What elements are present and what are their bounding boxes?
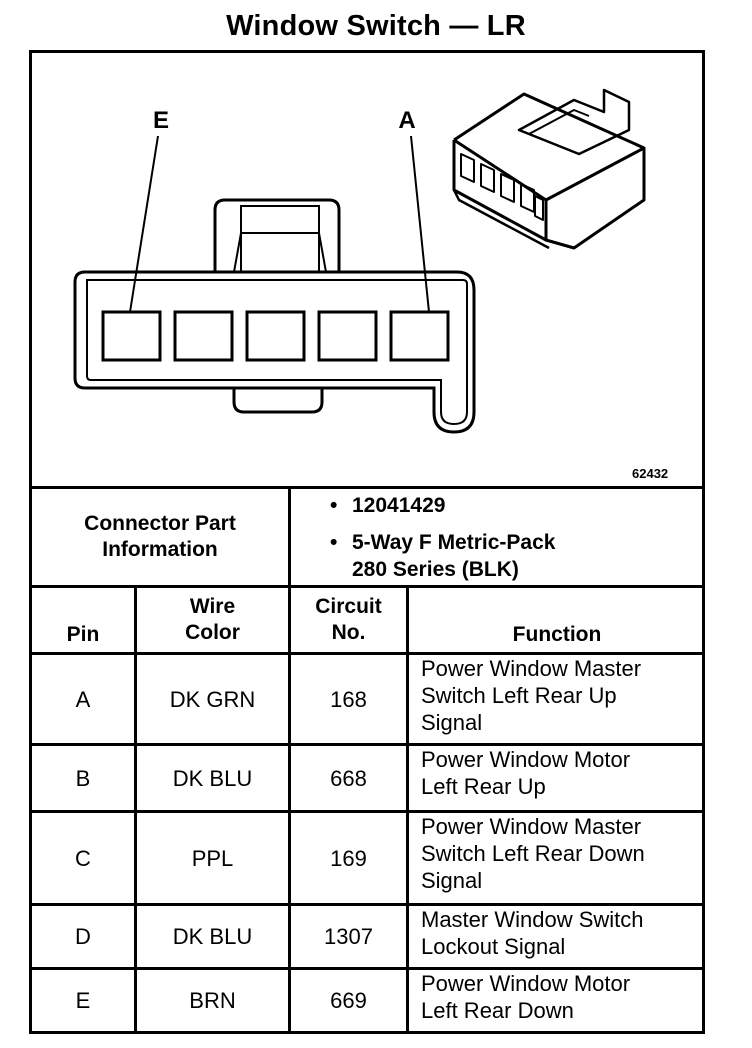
connector-part-info: • 12041429 • 5-Way F Metric-Pack 280 Ser… [330,492,555,583]
cell-pin: B [75,765,91,791]
grid-line [134,585,137,1034]
connector-type: 5-Way F Metric-Pack [352,531,556,554]
header-wire-color: Wire Color [137,588,288,652]
function-line: Left Rear Up [421,774,546,799]
diagram-frame [29,50,705,1034]
header-circuit: Circuit No. [291,588,406,652]
grid-line [29,810,705,813]
cavity-d [173,310,234,362]
cell-wire-color: BRN [189,988,236,1013]
connector-iso-view [452,88,646,250]
cavity-e [101,310,162,362]
callout-line-e [129,135,159,313]
callout-e: E [153,107,169,134]
bullet: • [330,531,338,554]
function-line: Master Window Switch [421,907,644,932]
connector-part-label-line1: Connector Part [84,512,236,535]
cell-wire-color: PPL [191,845,234,871]
page-title: Window Switch — LR [226,10,526,42]
header-wire-color-line2: Color [185,621,240,644]
list-item: • 12041429 [330,492,555,519]
grid-line [288,585,291,1034]
pin-cavities [101,310,450,362]
connector-part-number: 12041429 [352,494,446,517]
grid-line [406,585,409,1034]
cell-wire-color: DK BLU [172,924,253,949]
list-item: • 5-Way F Metric-Pack [330,529,555,556]
cell-function: Power Window Motor Left Rear Up [409,746,705,810]
function-line: Switch Left Rear Up [421,683,617,708]
grid-line [29,903,705,906]
function-line: Signal [421,868,483,893]
function-line: Power Window Motor [421,971,631,996]
function-line: Left Rear Down [421,998,574,1023]
function-line: Power Window Motor [421,747,631,772]
grid-line [29,743,705,746]
function-line: Power Window Master [421,814,642,839]
connector-diagram: E A [73,88,646,434]
connector-series: 280 Series (BLK) [352,558,519,581]
function-line: Power Window Master [421,656,642,681]
bullet: • [330,494,338,517]
connector-face [73,198,476,434]
cell-function: Power Window Master Switch Left Rear Dow… [409,813,705,903]
figure-id: 62432 [632,466,669,481]
function-line: Signal [421,710,483,735]
cell-circuit: 1307 [324,924,373,949]
cell-wire-color: DK BLU [172,765,253,791]
header-pin: Pin [32,588,134,652]
header-pin-label: Pin [66,623,100,646]
header-function-label: Function [512,623,602,646]
cell-pin: C [75,845,91,871]
cell-pin: D [75,924,91,949]
cell-function: Power Window Master Switch Left Rear Up … [409,655,705,743]
cell-function: Power Window Motor Left Rear Down [409,970,705,1031]
cavity-a [389,310,450,362]
cavity-c [245,310,306,362]
grid-line [288,486,291,588]
grid-line [29,486,705,489]
header-wire-color-line1: Wire [189,595,236,618]
grid-line [29,585,705,588]
grid-line [29,652,705,655]
header-function: Function [409,588,705,652]
cell-circuit: 169 [330,845,367,871]
header-circuit-line1: Circuit [315,595,382,618]
cell-wire-color: DK GRN [169,686,256,712]
callout-a: A [398,107,415,134]
callout-line-a [410,135,430,313]
connector-part-label: Connector Part Information [32,489,288,585]
cell-circuit: 669 [330,988,367,1013]
cavity-b [317,310,378,362]
cell-circuit: 168 [330,686,367,712]
function-line: Lockout Signal [421,934,566,959]
function-line: Switch Left Rear Down [421,841,645,866]
cell-pin: A [75,686,91,712]
header-circuit-line2: No. [331,621,366,644]
grid-line [29,967,705,970]
cell-circuit: 668 [330,765,367,791]
cell-function: Master Window Switch Lockout Signal [409,906,705,967]
cell-pin: E [75,988,91,1013]
connector-part-label-line2: Information [102,538,218,561]
